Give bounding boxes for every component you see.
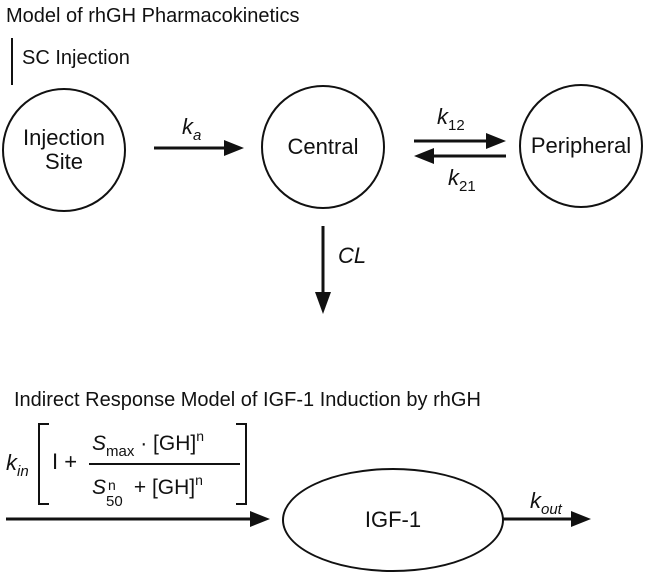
pk-model-title: Model of rhGH Pharmacokinetics (6, 5, 300, 27)
ka-subscript: a (193, 127, 202, 144)
gh-denominator-exponent: n (195, 472, 203, 488)
arrow-k12 (414, 133, 506, 149)
k21-subscript: 21 (459, 178, 476, 195)
s50-subscript: 50 (106, 493, 123, 510)
arrow-ka (154, 140, 244, 156)
k21-label: k21 (448, 165, 476, 195)
central-label: Central (287, 134, 359, 159)
route-marker (11, 38, 13, 85)
igf1-label: IGF-1 (364, 507, 422, 532)
bracket-right (236, 423, 247, 505)
k21-symbol: k (448, 165, 459, 190)
kout-symbol: k (530, 488, 541, 513)
gh-numerator: [GH] (153, 432, 197, 455)
injection-site-label-line1: Injection (23, 124, 105, 150)
kin-label: kin (6, 450, 29, 480)
smax-subscript: max (106, 443, 135, 460)
equation-one-plus: I + (52, 449, 78, 474)
injection-site-label-line2: Site (45, 149, 83, 174)
s50-symbol: S (92, 476, 107, 499)
kin-subscript: in (17, 463, 29, 480)
gh-denominator: [GH] (151, 476, 196, 499)
ka-label: ka (182, 114, 202, 144)
pd-model-title: Indirect Response Model of IGF-1 Inducti… (14, 389, 481, 411)
peripheral-compartment: Peripheral (519, 84, 643, 208)
dot-operator: · (140, 432, 148, 455)
k12-label: k12 (437, 104, 465, 134)
s50-exponent: n (108, 477, 116, 493)
route-label: SC Injection (22, 47, 130, 69)
smax-symbol: S (92, 432, 107, 455)
plus-operator: + (133, 476, 147, 499)
injection-site-compartment: Injection Site (2, 88, 126, 212)
ka-symbol: k (182, 114, 193, 139)
k12-symbol: k (437, 104, 448, 129)
arrow-cl (315, 226, 331, 314)
igf1-compartment: IGF-1 (282, 468, 504, 572)
cl-label: CL (338, 243, 367, 268)
k12-subscript: 12 (448, 117, 465, 134)
kout-label: kout (530, 488, 562, 518)
equation-numerator: Smax · [GH]n (92, 428, 204, 460)
central-compartment: Central (261, 85, 385, 209)
kout-subscript: out (541, 501, 562, 518)
bracket-left (38, 423, 49, 505)
gh-numerator-exponent: n (196, 428, 205, 444)
arrow-kin (6, 511, 270, 527)
peripheral-label: Peripheral (530, 133, 632, 158)
arrow-kout (503, 511, 591, 527)
kin-symbol: k (6, 450, 17, 475)
arrow-k21 (414, 148, 506, 164)
